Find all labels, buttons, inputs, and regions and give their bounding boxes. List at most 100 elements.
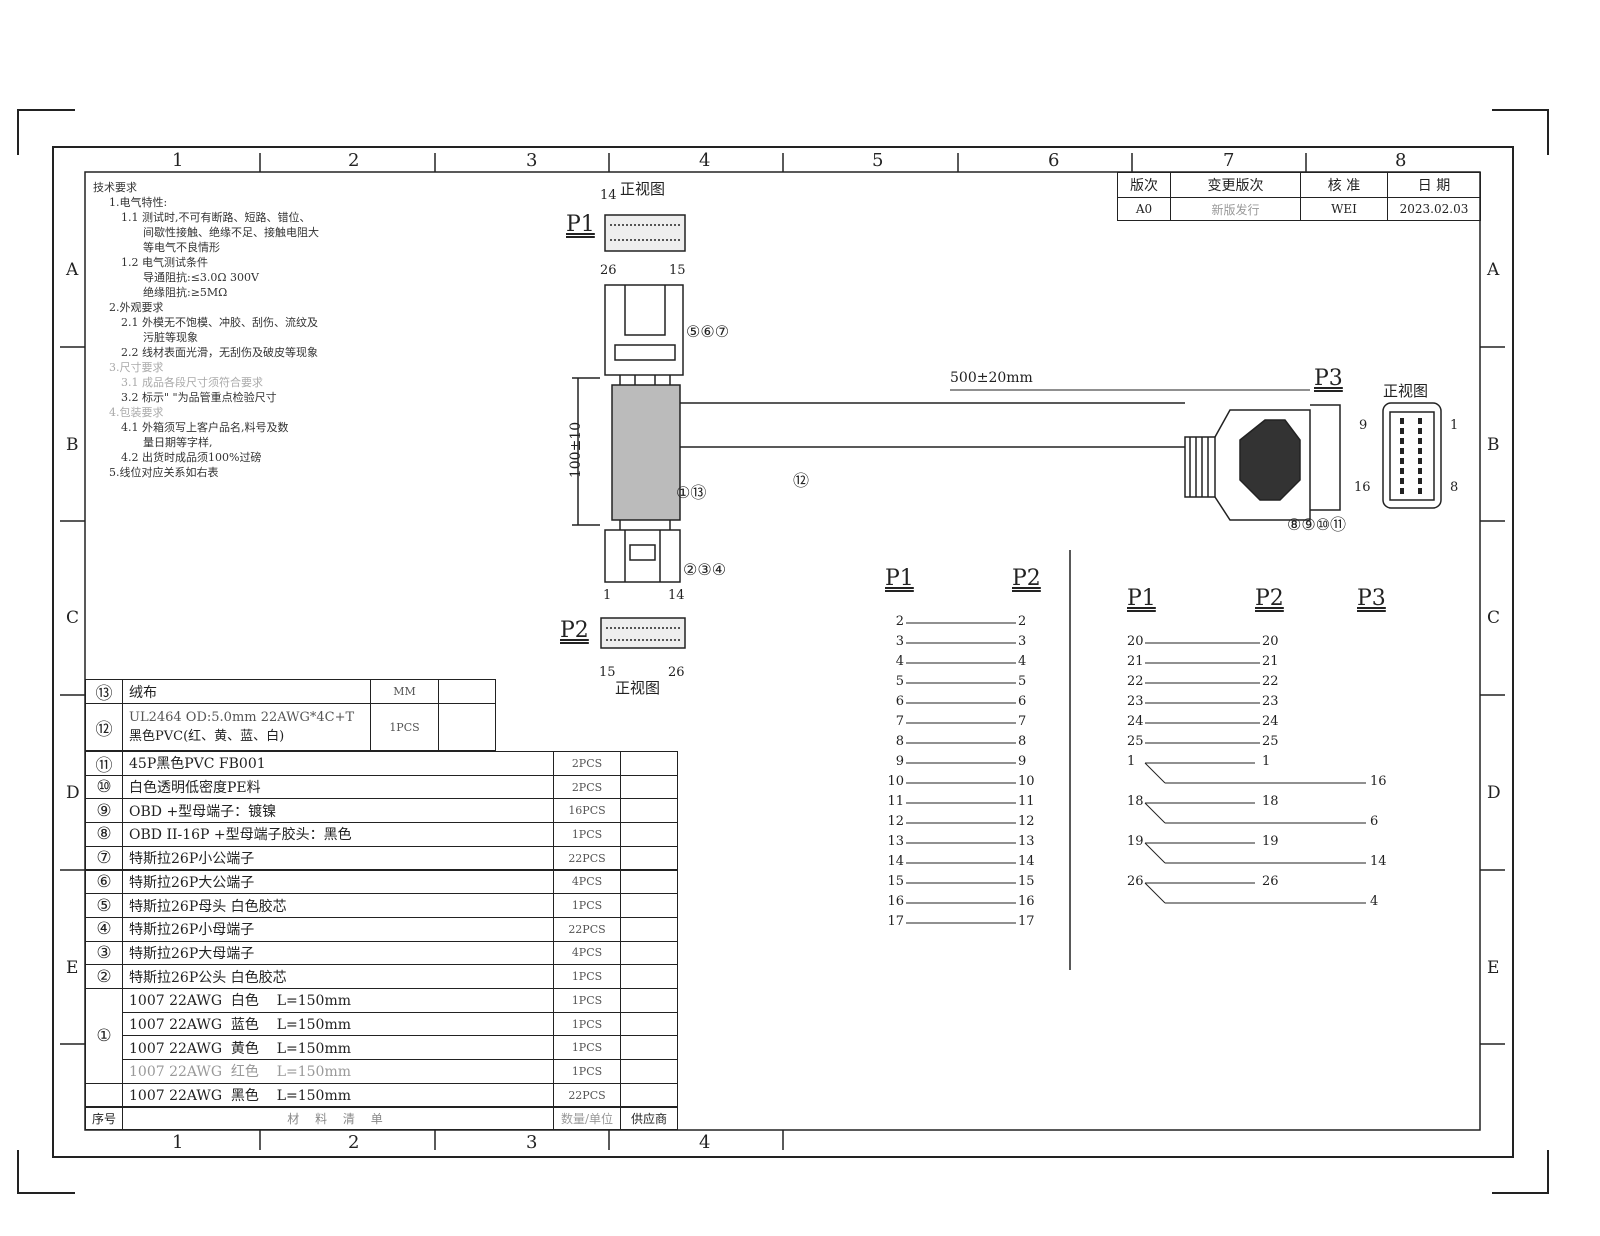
zone-column-label: 7 [1223, 150, 1235, 171]
zone-column-label: 2 [348, 1132, 360, 1153]
bom-item-number: ⑩ [85, 774, 123, 800]
wiring-pin-p1: 13 [887, 834, 904, 849]
zone-row-label: D [1487, 783, 1501, 803]
wiring-pin-p1: 4 [895, 654, 904, 669]
wiring-pin-p2: 11 [1018, 794, 1035, 809]
bom-supplier [620, 964, 678, 989]
zone-column-label: 4 [699, 1132, 711, 1153]
wiring-pin-p2: 24 [1262, 714, 1279, 729]
bom-description: OBD +型母端子：镀镍 [122, 798, 554, 824]
bom-description: 特斯拉26P小公端子 [122, 845, 554, 871]
bom-quantity: 22PCS [553, 845, 621, 871]
pin-label: 8 [1450, 480, 1459, 495]
zone-column-label: 2 [348, 150, 360, 171]
zone-column-label: 5 [872, 150, 884, 171]
bom-supplier [438, 703, 496, 751]
wiring-pin-p1: 21 [1127, 654, 1144, 669]
wiring-right-p3-header: P3 [1357, 586, 1386, 611]
wiring-pin-p2: 7 [1018, 714, 1027, 729]
wiring-pin-p2: 26 [1262, 874, 1279, 889]
tech-requirement-line: 4.包装要求 [109, 406, 164, 419]
wiring-pin-p3: 4 [1370, 894, 1379, 909]
tech-requirement-line: 1.1 测试时,不可有断路、短路、错位、 [121, 211, 311, 224]
tech-requirement-line: 1.2 电气测试条件 [121, 256, 208, 269]
bom-quantity: 1PCS [553, 1035, 621, 1061]
wiring-pin-p2: 15 [1018, 874, 1035, 889]
bom-description: 45P黑色PVC FB001 [122, 751, 554, 776]
obd-pin-contact [1400, 468, 1404, 474]
bom-supplier [620, 988, 678, 1013]
bom-description: 特斯拉26P大母端子 [122, 940, 554, 966]
pin-label: 16 [1354, 480, 1371, 495]
bom-quantity: 1PCS [553, 822, 621, 847]
p1-front-view-label: 正视图 [620, 180, 666, 198]
wiring-pin-p1: 15 [887, 874, 904, 889]
pin-label: 9 [1359, 418, 1368, 433]
bom-quantity: 1PCS [553, 1011, 621, 1037]
zone-row-label: A [1487, 260, 1500, 280]
bom-description-line: UL2464 OD:5.0mm 22AWG*4C+T [129, 710, 355, 725]
bom-supplier [620, 940, 678, 966]
zone-row-label: E [66, 958, 79, 978]
wiring-right-p2-header: P2 [1255, 586, 1284, 611]
bom-item-number: ⑫ [85, 703, 123, 751]
bom-description: 白色透明低密度PE料 [122, 774, 554, 800]
tech-requirement-line: 等电气不良情形 [143, 241, 220, 254]
bom-supplier [438, 679, 496, 704]
wiring-pin-p1: 25 [1127, 734, 1144, 749]
pin-label: 26 [668, 665, 685, 680]
pin-label: 14 [668, 588, 685, 603]
wiring-pin-p2: 10 [1018, 774, 1035, 789]
tech-requirement-line: 污脏等现象 [143, 331, 198, 344]
wiring-pin-p1: 10 [887, 774, 904, 789]
wiring-pin-p2: 8 [1018, 734, 1027, 749]
bom-quantity: 1PCS [553, 1059, 621, 1084]
pin-label: 1 [603, 588, 612, 603]
bom-supplier [620, 916, 678, 942]
p3-front-view-label: 正视图 [1383, 382, 1429, 400]
wiring-pin-p1: 23 [1127, 694, 1144, 709]
tech-requirement-line: 技术要求 [93, 181, 137, 194]
wiring-pin-p2: 4 [1018, 654, 1027, 669]
obd-pin-contact [1400, 488, 1404, 494]
bom-footer-supplier: 供应商 [620, 1106, 678, 1130]
callout-2-3-4: ②③④ [683, 560, 727, 579]
wiring-pin-p2: 13 [1018, 834, 1035, 849]
bom-item-number: ① [85, 988, 123, 1084]
wiring-pin-p2: 9 [1018, 754, 1027, 769]
bom-supplier [620, 893, 678, 918]
bom-description: 1007 22AWG 黑色 L=150mm [122, 1082, 554, 1108]
bom-item-number: ⑨ [85, 798, 123, 824]
wiring-pin-p1: 26 [1127, 874, 1144, 889]
bom-item-number: ② [85, 964, 123, 989]
tech-requirement-line: 2.外观要求 [109, 301, 164, 314]
bom-description: UL2464 OD:5.0mm 22AWG*4C+T 黑色PVC(红、黄、蓝、白) [122, 703, 371, 751]
obd-pin-contact [1400, 458, 1404, 464]
bom-description-line: 黑色PVC(红、黄、蓝、白) [129, 729, 285, 744]
pin-label: 26 [600, 263, 617, 278]
obd-pin-contact [1400, 478, 1404, 484]
zone-row-label: C [1487, 608, 1501, 628]
wire-line [1144, 762, 1166, 784]
tech-requirement-line: 4.1 外箱须写上客户品名,料号及数 [121, 421, 289, 434]
zone-column-label: 1 [172, 1132, 184, 1153]
bom-quantity: 4PCS [553, 869, 621, 895]
wiring-pin-p1: 22 [1127, 674, 1144, 689]
bom-description: 1007 22AWG 白色 L=150mm [122, 988, 554, 1013]
tech-requirement-line: 4.2 出货时成品须100%过磅 [121, 451, 262, 464]
wiring-pin-p2: 16 [1018, 894, 1035, 909]
wiring-pin-p1: 11 [887, 794, 904, 809]
obd-pin-contact [1418, 468, 1422, 474]
wiring-pin-p2: 17 [1018, 914, 1035, 929]
title-block-value: 新版发行 [1170, 197, 1301, 221]
wiring-pin-p1: 14 [887, 854, 904, 869]
bom-description: 特斯拉26P小母端子 [122, 916, 554, 942]
title-block-value: 2023.02.03 [1387, 197, 1481, 221]
wiring-pin-p1: 9 [895, 754, 904, 769]
tech-requirement-line: 3.1 成品各段尺寸须符合要求 [121, 376, 263, 389]
bom-supplier [620, 751, 678, 776]
bom-footer-number: 序号 [85, 1106, 123, 1130]
pin-label: 15 [599, 665, 616, 680]
